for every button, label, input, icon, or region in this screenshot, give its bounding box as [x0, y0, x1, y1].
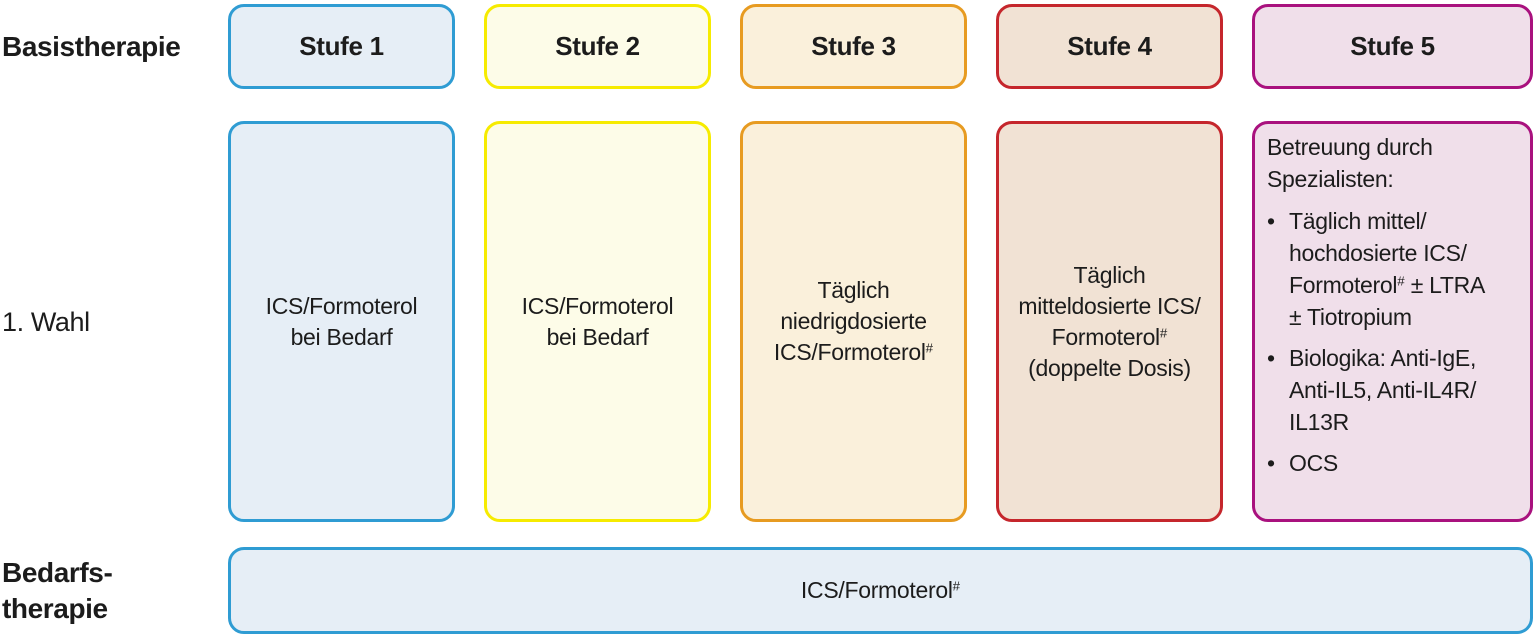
- stufe-5-header-box: Stufe 5: [1252, 4, 1533, 89]
- text-line: Formoterol#: [1051, 323, 1168, 350]
- row-label-bedarfstherapie: Bedarfs- therapie: [0, 547, 199, 634]
- text-line: niedrigdosierte: [780, 308, 927, 334]
- stufe-5-header-label: Stufe 5: [1350, 31, 1435, 61]
- text-line: mitteldosierte ICS/: [1018, 292, 1201, 319]
- text-line: Betreuung durch: [1267, 134, 1433, 160]
- text-line: Täglich: [817, 277, 890, 303]
- header-row: Basistherapie Stufe 1 Stufe 2 Stufe 3 St…: [0, 4, 1536, 89]
- bedarfstherapie-label-line2: therapie: [2, 592, 108, 624]
- stufe-2-header-label: Stufe 2: [555, 31, 640, 61]
- text-line: Anti-IL5, Anti-IL4R/: [1289, 377, 1477, 403]
- text-line: Formoterol# ± LTRA: [1289, 272, 1486, 298]
- text-line: Täglich: [1073, 261, 1146, 288]
- bedarfstherapie-label-line1: Bedarfs-: [2, 556, 113, 588]
- stufe-4-therapy-box: Täglich mitteldosierte ICS/Formoterol# (do…: [996, 121, 1223, 522]
- text-line: hochdosierte ICS/: [1289, 240, 1467, 266]
- text-line: bei Bedarf: [290, 323, 393, 350]
- text-line: ICS/Formoterol: [521, 292, 674, 319]
- bullet-item: • Täglich mittel/hochdosierte ICS/Formote…: [1267, 205, 1522, 333]
- stufe-1-therapy-box: ICS/Formoterol bei Bedarf: [228, 121, 455, 522]
- text-line: Biologika: Anti-IgE,: [1289, 345, 1477, 371]
- stufe-2-therapy-box: ICS/Formoterol bei Bedarf: [484, 121, 711, 522]
- stufe-4-therapy-text: Täglich mitteldosierte ICS/Formoterol# (do…: [1018, 260, 1201, 384]
- bullet-icon: •: [1267, 345, 1275, 371]
- text-line: ICS/Formoterol: [265, 292, 418, 319]
- bedarfstherapie-row: Bedarfs- therapie ICS/Formoterol#: [0, 547, 1536, 634]
- bullet-text: OCS: [1289, 447, 1522, 479]
- bullet-text: Biologika: Anti-IgE, Anti-IL5, Anti-IL4R/…: [1289, 342, 1522, 438]
- text-line: Spezialisten:: [1267, 166, 1394, 192]
- text-line: ± Tiotropium: [1289, 304, 1412, 330]
- stufe-3-header-box: Stufe 3: [740, 4, 967, 89]
- row-label-erste-wahl: 1. Wahl: [2, 306, 90, 337]
- stufe-5-bullet-list: • Täglich mittel/hochdosierte ICS/Formote…: [1267, 205, 1522, 479]
- bullet-icon: •: [1267, 450, 1275, 476]
- bullet-icon: •: [1267, 208, 1275, 234]
- bedarfstherapie-text: ICS/Formoterol#: [801, 575, 960, 606]
- text-line: ICS/Formoterol#: [773, 339, 934, 365]
- text-line: Täglich mittel/: [1289, 208, 1427, 234]
- stufe-4-header-box: Stufe 4: [996, 4, 1223, 89]
- text-line: (doppelte Dosis): [1028, 354, 1191, 381]
- stufe-1-therapy-text: ICS/Formoterol bei Bedarf: [266, 291, 418, 353]
- row-label-basistherapie: Basistherapie: [2, 30, 181, 62]
- text-line: OCS: [1289, 450, 1338, 476]
- stufe-2-therapy-text: ICS/Formoterol bei Bedarf: [522, 291, 674, 353]
- first-choice-row: 1. Wahl ICS/Formoterol bei Bedarf ICS/For…: [0, 121, 1536, 522]
- stufe-2-header-box: Stufe 2: [484, 4, 711, 89]
- stufe-3-header-label: Stufe 3: [811, 31, 896, 61]
- text-line: bei Bedarf: [546, 323, 649, 350]
- stufe-1-header-box: Stufe 1: [228, 4, 455, 89]
- bedarfstherapie-box: ICS/Formoterol#: [228, 547, 1533, 634]
- stufe-1-header-label: Stufe 1: [299, 31, 384, 61]
- text-line: ICS/Formoterol#: [800, 577, 961, 603]
- bullet-text: Täglich mittel/hochdosierte ICS/Formoter…: [1289, 205, 1522, 333]
- text-line: IL13R: [1289, 409, 1349, 435]
- stufe-4-header-label: Stufe 4: [1067, 31, 1152, 61]
- bullet-item: • OCS: [1267, 447, 1522, 479]
- bullet-item: • Biologika: Anti-IgE, Anti-IL5, Anti-IL4R…: [1267, 342, 1522, 438]
